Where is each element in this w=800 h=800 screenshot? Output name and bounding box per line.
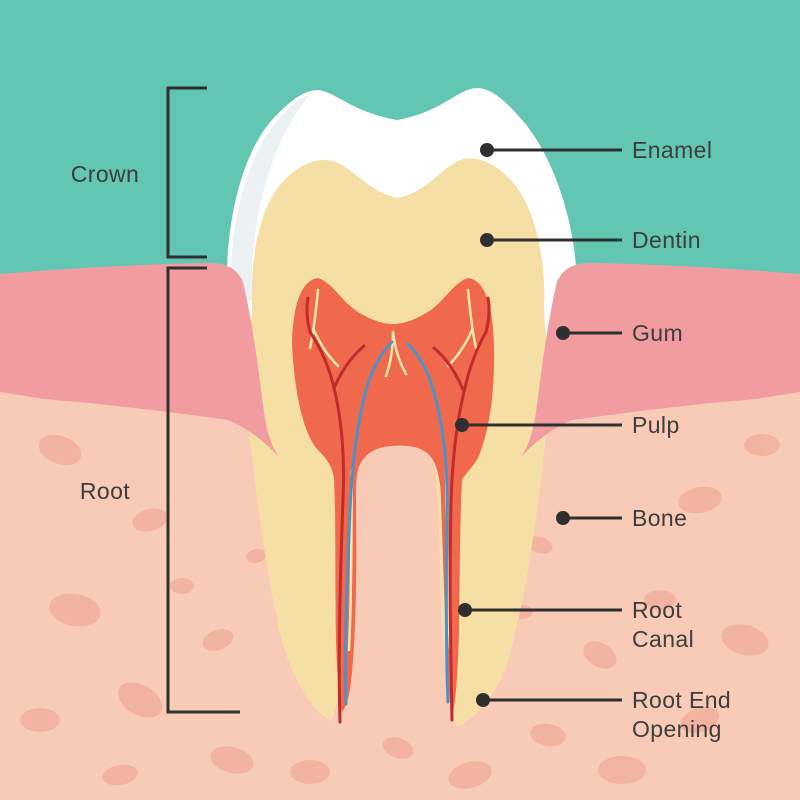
nerve-strand bbox=[312, 328, 340, 368]
leader-dot-gum bbox=[556, 326, 570, 340]
bone-spot bbox=[117, 682, 163, 718]
nerve-strand bbox=[308, 288, 320, 350]
blue-vessel-left bbox=[343, 340, 394, 706]
enamel-shade bbox=[230, 94, 310, 302]
bone-region bbox=[0, 375, 800, 800]
bone-spot bbox=[530, 723, 566, 747]
bone-spot bbox=[202, 629, 234, 651]
crown-bracket bbox=[166, 86, 207, 259]
label-root: Root bbox=[79, 478, 131, 504]
red-vessel-right-branch bbox=[432, 346, 466, 394]
red-vessel-right bbox=[448, 330, 488, 722]
leader-dot-root-end-opening bbox=[476, 693, 490, 707]
bone-spot bbox=[680, 706, 720, 734]
nerve-strand bbox=[391, 330, 408, 376]
bone-spot bbox=[38, 434, 82, 466]
leader-dot-bone bbox=[556, 511, 570, 525]
bone-spot bbox=[102, 764, 138, 786]
leader-dot-dentin bbox=[480, 233, 494, 247]
bone-spot bbox=[290, 760, 330, 784]
bone-spot bbox=[678, 486, 722, 514]
bone-spot bbox=[132, 508, 168, 532]
label-root-end-opening: Root End Opening bbox=[632, 687, 732, 742]
nerve-strand bbox=[446, 328, 474, 368]
bone-spot bbox=[20, 708, 60, 732]
tooth bbox=[226, 88, 577, 727]
bone-spot bbox=[382, 737, 414, 759]
red-vessel-left bbox=[308, 330, 346, 724]
bone-spot bbox=[644, 590, 676, 610]
bone-spot bbox=[583, 641, 617, 669]
brackets bbox=[166, 86, 240, 714]
label-pulp: Pulp bbox=[632, 412, 680, 438]
leader-dot-root-canal bbox=[458, 603, 472, 617]
label-crown: Crown bbox=[70, 161, 140, 187]
blood-vessels bbox=[305, 296, 491, 724]
blue-vessel-right bbox=[406, 342, 450, 704]
bone-spot bbox=[170, 578, 194, 594]
bone-spot bbox=[721, 624, 769, 656]
red-vessel-right-twig bbox=[484, 296, 491, 334]
bone-spot bbox=[448, 761, 492, 789]
bone-spot bbox=[744, 434, 780, 456]
label-gum: Gum bbox=[632, 320, 684, 346]
red-vessel-left-branch bbox=[332, 344, 366, 390]
label-root-canal: Root Canal bbox=[632, 597, 695, 652]
label-enamel: Enamel bbox=[632, 137, 713, 163]
root-bracket bbox=[166, 266, 240, 714]
nerve-strand bbox=[466, 288, 478, 350]
bone-spots bbox=[20, 434, 780, 789]
red-vessel-left-twig bbox=[305, 296, 312, 334]
leaders bbox=[455, 143, 622, 707]
bone-spot bbox=[210, 746, 254, 774]
label-dentin: Dentin bbox=[632, 227, 701, 253]
gum-right-shape bbox=[518, 262, 800, 460]
leader-dot-enamel bbox=[480, 143, 494, 157]
gum bbox=[0, 262, 800, 460]
label-bone: Bone bbox=[632, 505, 688, 531]
gum-left-shape bbox=[0, 262, 282, 460]
leader-dot-pulp bbox=[455, 418, 469, 432]
bone-spot bbox=[598, 756, 646, 784]
bone-spot bbox=[246, 548, 266, 564]
bone-spot bbox=[49, 593, 101, 627]
bone-spot bbox=[527, 536, 553, 554]
pulp-shape bbox=[292, 278, 495, 712]
